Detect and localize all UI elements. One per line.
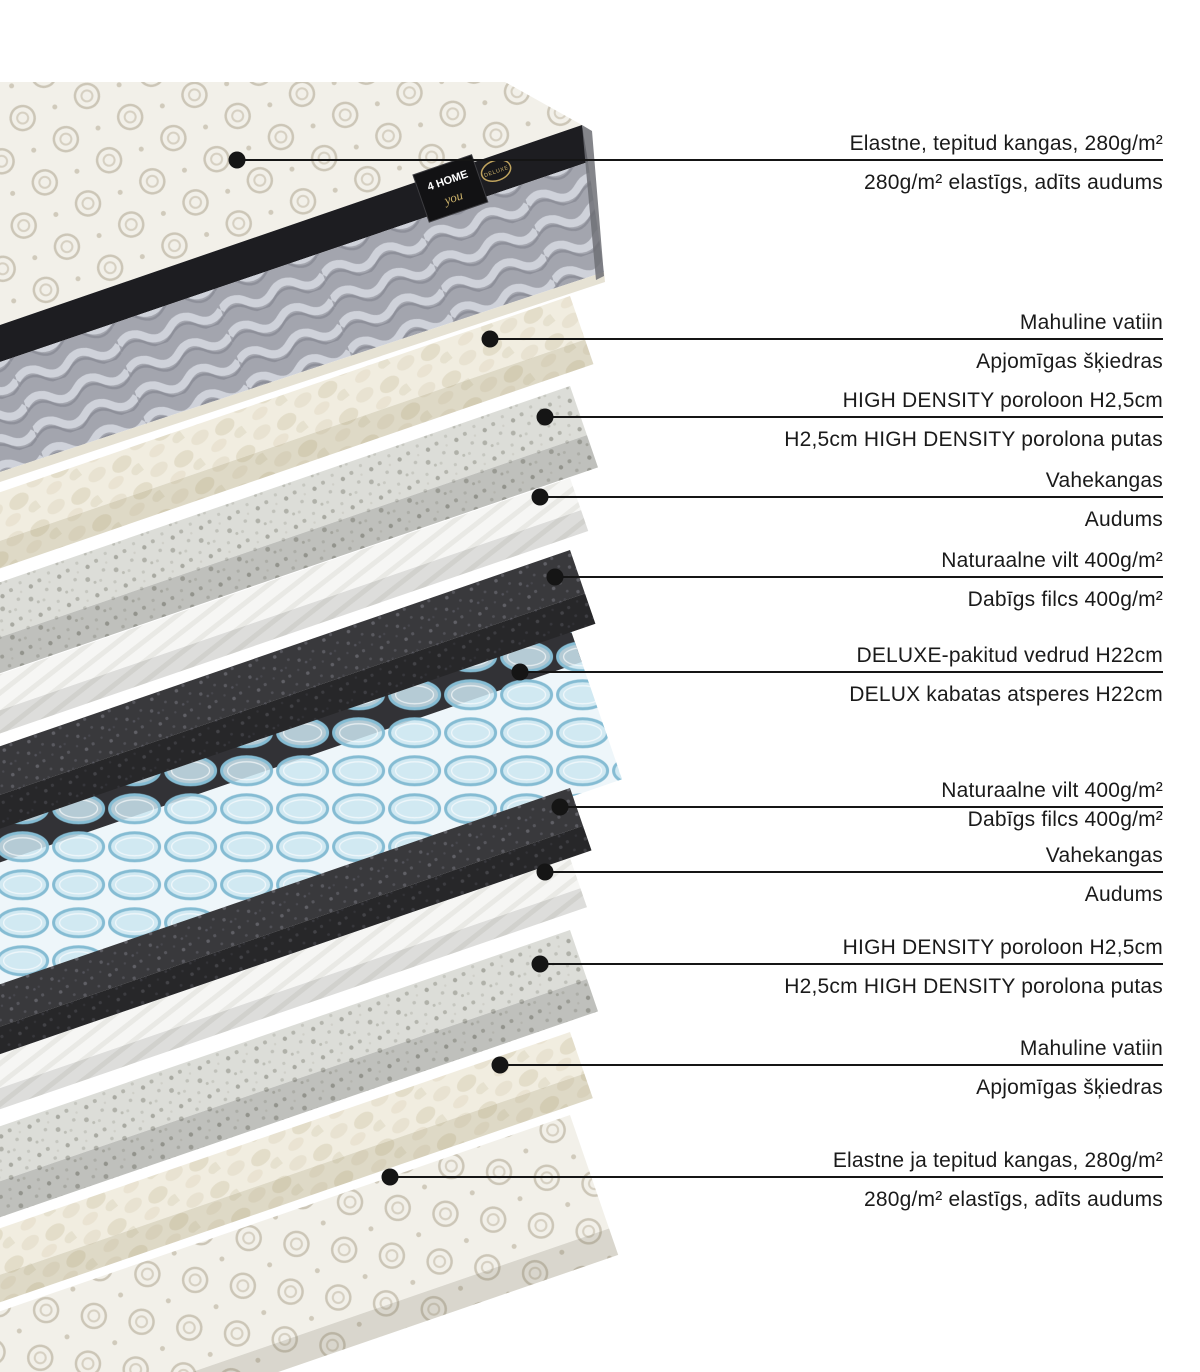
wadding2-top-face — [0, 1032, 585, 1372]
layer-foam-top — [0, 386, 598, 901]
brand-tag-body — [412, 154, 489, 223]
springs-coils — [0, 628, 623, 1213]
wadding1-top-face — [0, 296, 585, 773]
layer-fabric-top — [0, 478, 589, 964]
layer-felt-top — [0, 550, 596, 1057]
callout-fabric-top: Vahekangas Audums — [531, 469, 1163, 531]
wadding2-front-face — [0, 1073, 593, 1372]
callout-subtitle: H2,5cm HIGH DENSITY porolona putas — [784, 428, 1163, 451]
leader-dot — [551, 798, 569, 816]
callout-pocket-springs: DELUXE-pakitud vedrud H22cm DELUX kabata… — [511, 644, 1163, 706]
foam1-front-face — [0, 435, 598, 901]
wadding1-front-face — [0, 339, 594, 798]
callout-bottom-cover: Elastne ja tepitud kangas, 280g/m² 280g/… — [381, 1149, 1163, 1211]
leader-dot — [531, 488, 549, 506]
bottom-quilt-top-face — [0, 1115, 610, 1372]
callout-title: Elastne ja tepitud kangas, 280g/m² — [833, 1149, 1163, 1172]
layer-wadding-top — [0, 296, 594, 798]
callout-foam-top: HIGH DENSITY poroloon H2,5cm H2,5cm HIGH… — [536, 389, 1163, 451]
callout-subtitle: H2,5cm HIGH DENSITY porolona putas — [784, 975, 1163, 998]
callout-title: Mahuline vatiin — [1020, 311, 1163, 334]
callout-wadding-bottom: Mahuline vatiin Apjomīgas šķiedras — [491, 1037, 1163, 1099]
callout-subtitle: 280g/m² elastīgs, adīts audums — [864, 1188, 1163, 1211]
callout-subtitle: Dabīgs filcs 400g/m² — [968, 808, 1163, 831]
leader-dot — [531, 955, 549, 973]
felt2-front-shade — [0, 825, 592, 1284]
callout-subtitle: DELUX kabatas atsperes H22cm — [849, 683, 1163, 706]
felt1-front-shade — [0, 593, 596, 1057]
callout-title: Elastne, tepitud kangas, 280g/m² — [850, 132, 1163, 155]
callout-subtitle: Apjomīgas šķiedras — [976, 1076, 1163, 1099]
callout-felt-bottom: Naturaalne vilt 400g/m² Dabīgs filcs 400… — [551, 779, 1163, 831]
mattress-side-face — [0, 162, 604, 472]
foam2-top-face — [0, 930, 587, 1372]
callout-title: Vahekangas — [1046, 844, 1163, 867]
felt2-front-face — [0, 825, 592, 1284]
layer-wadding-bottom — [0, 1032, 593, 1372]
callout-felt-top: Naturaalne vilt 400g/m² Dabīgs filcs 400… — [546, 549, 1163, 611]
brand-tag-text-script: you — [440, 187, 465, 208]
leader-dot — [228, 151, 246, 169]
callout-title: HIGH DENSITY poroloon H2,5cm — [843, 389, 1163, 412]
callout-foam-bottom: HIGH DENSITY poroloon H2,5cm H2,5cm HIGH… — [531, 936, 1163, 998]
bottom-quilt-front-shade — [0, 1228, 619, 1372]
felt2-top-face — [0, 788, 584, 1259]
fabric1-top-face — [0, 478, 582, 944]
callout-title: Mahuline vatiin — [1020, 1037, 1163, 1060]
mattress-quilted-top-face — [0, 82, 582, 325]
mattress-block: 4 HOME you DELUXE — [0, 82, 605, 482]
fabric2-front-shade — [0, 888, 587, 1341]
callout-wadding-top: Mahuline vatiin Apjomīgas šķiedras — [481, 311, 1163, 373]
leader-dot — [381, 1168, 399, 1186]
layer-felt-bottom — [0, 788, 592, 1284]
callout-title: Naturaalne vilt 400g/m² — [941, 549, 1163, 572]
leader-dot — [536, 408, 554, 426]
leader-dot — [491, 1056, 509, 1074]
brand-tag: 4 HOME you DELUXE — [412, 154, 512, 223]
felt1-front-face — [0, 593, 596, 1057]
layer-pocket-springs — [0, 628, 623, 1213]
callout-subtitle: Dabīgs filcs 400g/m² — [968, 588, 1163, 611]
foam2-front-shade — [0, 979, 598, 1372]
layer-fabric-bottom — [0, 858, 587, 1341]
callout-title: DELUXE-pakitud vedrud H22cm — [856, 644, 1163, 667]
callout-top-cover: Elastne, tepitud kangas, 280g/m² 280g/m²… — [228, 132, 1163, 194]
fabric2-top-face — [0, 858, 581, 1322]
leader-dot — [546, 568, 564, 586]
fabric1-front-face — [0, 510, 589, 964]
wadding1-front-shade — [0, 339, 594, 798]
brand-badge — [480, 159, 512, 182]
callout-title: Vahekangas — [1046, 469, 1163, 492]
foam1-front-shade — [0, 435, 598, 901]
fabric2-front-face — [0, 888, 587, 1341]
bottom-quilt-front-face — [0, 1228, 619, 1372]
felt1-top-face — [0, 550, 585, 1027]
callout-subtitle: Audums — [1085, 508, 1163, 531]
leader-dot — [481, 330, 499, 348]
mattress-right-end-edge — [582, 125, 604, 280]
wadding2-front-shade — [0, 1073, 593, 1372]
layer-foam-bottom — [0, 930, 598, 1372]
callout-title: HIGH DENSITY poroloon H2,5cm — [843, 936, 1163, 959]
foam1-top-face — [0, 386, 587, 869]
layer-bottom-quilted-fabric — [0, 1115, 619, 1372]
mattress-bottom-piping — [0, 272, 605, 482]
leader-dot — [511, 663, 529, 681]
fabric1-front-shade — [0, 510, 589, 964]
callout-subtitle: Audums — [1085, 883, 1163, 906]
foam2-front-face — [0, 979, 598, 1372]
callout-subtitle: 280g/m² elastīgs, adīts audums — [864, 171, 1163, 194]
callout-subtitle: Apjomīgas šķiedras — [976, 350, 1163, 373]
callout-title: Naturaalne vilt 400g/m² — [941, 779, 1163, 802]
leader-dot — [536, 863, 554, 881]
callout-fabric-bottom: Vahekangas Audums — [536, 844, 1163, 906]
